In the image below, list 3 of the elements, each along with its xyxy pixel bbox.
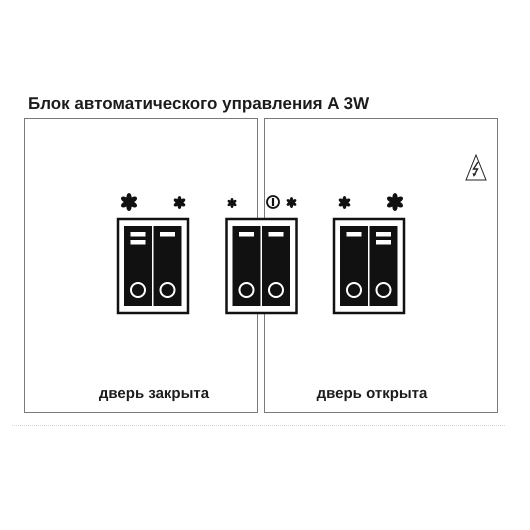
panel-label: дверь открыта xyxy=(316,385,428,402)
panel-label: дверь закрыта xyxy=(98,385,210,402)
title: Блок автоматического управления A 3W xyxy=(28,94,370,114)
